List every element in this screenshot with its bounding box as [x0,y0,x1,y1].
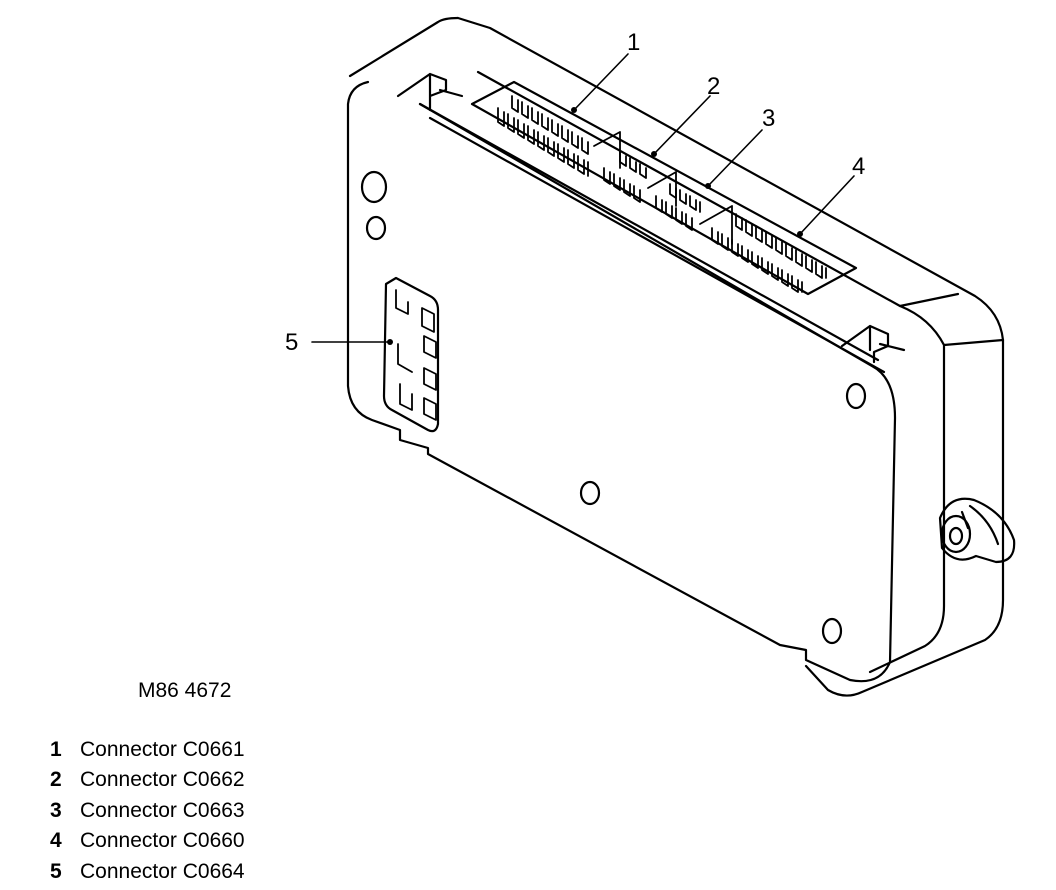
mounting-hole [821,617,843,645]
callout-leader-2 [653,95,711,155]
mounting-hole [845,382,867,410]
legend-number: 3 [50,798,62,822]
legend-number: 2 [50,768,62,792]
side-knob [938,497,1016,564]
housing-top-face [418,70,960,374]
legend-number: 4 [50,829,62,853]
legend-item: 3 Connector C0663 [50,796,245,826]
legend-text: Connector C0662 [80,768,245,792]
callout-number: 5 [285,329,298,356]
mounting-hole [365,215,387,241]
legend-text: Connector C0660 [80,829,245,853]
legend-text: Connector C0664 [80,859,245,883]
housing-front-face [346,80,897,683]
housing-back-outline [348,16,1005,697]
mounting-tab-left [396,72,464,112]
legend-number: 1 [50,738,62,761]
mounting-hole [360,170,388,204]
legend-number: 5 [50,859,62,883]
callout-leader-1 [573,53,629,111]
connector-c0664-outline [382,276,440,433]
legend-item: 4 Connector C0660 [50,826,245,856]
connector-c0662-pins [603,151,677,207]
callout-leader-4 [799,175,855,235]
callout-number: 4 [852,153,865,180]
legend-text: Connector C0663 [80,798,245,822]
legend-item: 1 Connector C0661 [50,735,245,765]
figure-id: M86 4672 [138,679,232,702]
connector-c0661-pins [497,95,621,177]
legend-text: Connector C0661 [80,738,245,761]
connector-block-outline [470,80,858,296]
connector-c0663-pins [655,183,733,245]
mounting-tab-right [840,324,906,364]
callout-number: 2 [707,73,720,100]
connector-c0660-pins [711,213,827,293]
legend-item: 5 Connector C0664 [50,857,245,887]
callout-number: 3 [762,105,775,132]
legend-item: 2 Connector C0662 [50,765,245,795]
mounting-hole [579,480,601,506]
housing-right-side [868,304,1005,674]
callout-number: 1 [627,29,640,56]
callout-leader-3 [707,129,763,187]
connector-c0664-pins [395,289,437,421]
